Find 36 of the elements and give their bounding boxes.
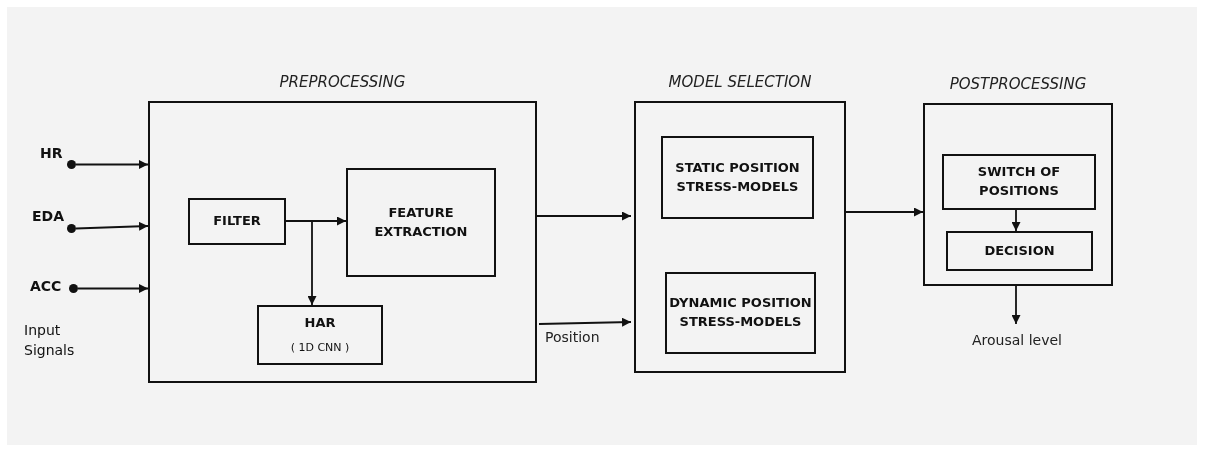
stage-heading: POSTPROCESSING — [948, 75, 1088, 93]
process-box — [942, 154, 1096, 210]
box-label: DYNAMIC POSITION STRESS-MODELS — [668, 294, 813, 331]
input-dot — [67, 224, 76, 233]
process-box — [346, 168, 496, 277]
arrow — [1011, 285, 1021, 325]
stage-heading: PREPROCESSING — [278, 73, 407, 91]
box-label: HAR — [304, 313, 336, 332]
box-label: FEATURE EXTRACTION — [373, 203, 469, 241]
process-box — [257, 305, 383, 365]
box-label: FILTER — [213, 212, 261, 231]
arrow — [536, 211, 632, 221]
edge-label: Position — [544, 329, 601, 345]
arrow — [77, 284, 149, 293]
process-box — [665, 272, 816, 354]
arrow — [538, 317, 632, 327]
caption-text: Input Signals — [24, 321, 76, 361]
output-label: Arousal level — [972, 332, 1062, 348]
stage-heading: MODEL SELECTION — [667, 73, 813, 91]
box-label: DECISION — [984, 241, 1055, 260]
input-dot — [67, 160, 76, 169]
signal-label: ACC — [30, 278, 62, 294]
signal-label: HR — [40, 145, 63, 161]
process-box — [946, 231, 1093, 271]
box-label: STATIC POSITION STRESS-MODELS — [674, 158, 801, 196]
process-box — [188, 198, 286, 245]
arrow — [845, 207, 924, 217]
arrow — [285, 220, 317, 306]
input-dot — [69, 284, 78, 293]
arrow — [1011, 209, 1021, 232]
box-label: SWITCH OF POSITIONS — [976, 163, 1062, 200]
signal-label: EDA — [32, 208, 65, 224]
arrow — [75, 160, 149, 169]
process-box — [661, 136, 814, 219]
arrow — [75, 221, 149, 231]
box-note: ( 1D CNN ) — [290, 340, 350, 357]
